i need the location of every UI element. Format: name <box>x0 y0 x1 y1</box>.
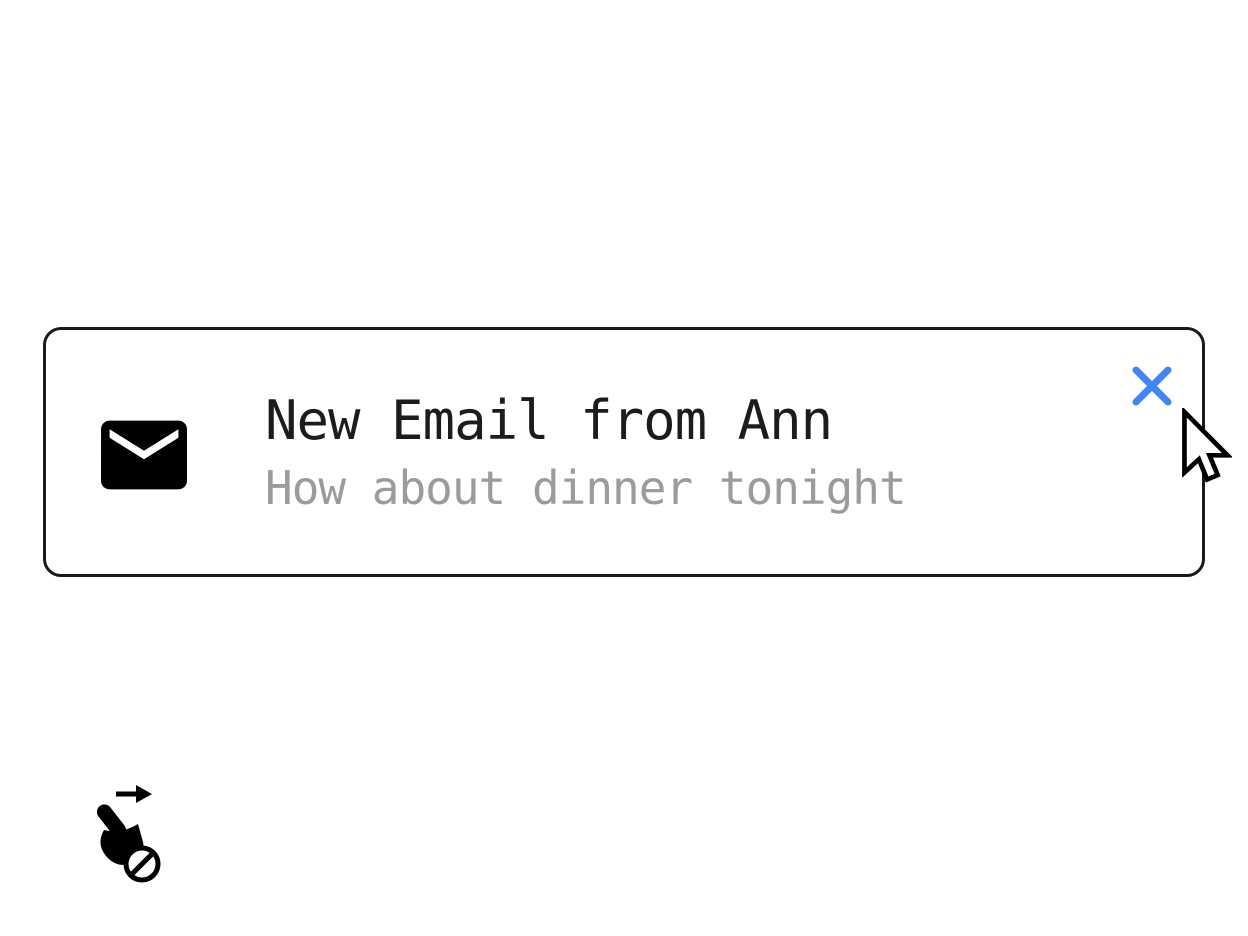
notification-title: New Email from Ann <box>265 389 833 452</box>
swipe-blocked-icon <box>78 776 178 888</box>
close-button[interactable] <box>1128 362 1176 410</box>
notification-card[interactable]: New Email from Ann How about dinner toni… <box>43 327 1205 577</box>
notification-text: New Email from Ann How about dinner toni… <box>265 388 1085 518</box>
mail-icon <box>101 420 187 490</box>
close-icon <box>1128 362 1176 410</box>
notification-subtitle: How about dinner tonight <box>265 461 907 515</box>
